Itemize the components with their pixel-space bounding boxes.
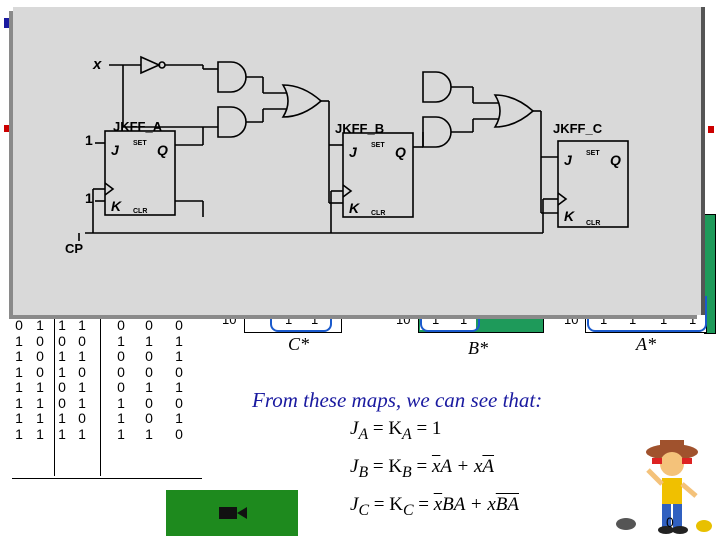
kmap-a-name: A* — [636, 334, 656, 354]
not-gate — [140, 55, 161, 75]
table-separator-2 — [100, 316, 101, 476]
pin-clr-label: CLR — [586, 220, 600, 227]
circuit-diagram-panel: x 1 1 CP JKFF_A JKFF_B JKFF_C J K Q SET … — [13, 7, 701, 315]
pin-set-label: SET — [371, 142, 385, 149]
pin-q-label: Q — [610, 152, 621, 168]
jkff-a-label: JKFF_A — [113, 119, 163, 134]
const-one-label: 1 — [85, 190, 93, 206]
pin-k-label: K — [349, 200, 360, 216]
pin-set-label: SET — [133, 140, 147, 147]
bullet-mark-left — [4, 125, 10, 132]
pin-k-label: K — [564, 208, 575, 224]
jkff-a-box — [104, 130, 176, 216]
kmap-a-cell: 1 — [600, 312, 608, 327]
kmap-b-row-label: 10 — [396, 312, 411, 327]
jkff-c-label: JKFF_C — [553, 121, 603, 136]
conclusion-text: From these maps, we can see that: — [252, 388, 543, 412]
kmap-b-cell: 1 — [432, 312, 440, 327]
pin-j-label: J — [111, 142, 120, 158]
pin-clr-label: CLR — [371, 210, 385, 217]
equation-jb: JB = KB = xA + xA — [350, 456, 495, 481]
const-one-label: 1 — [85, 132, 93, 148]
pin-clr-label: CLR — [133, 208, 147, 215]
kmap-c-name: C* — [288, 334, 310, 354]
kmap-a-row-label: 10 — [564, 312, 579, 327]
table-separator-1 — [54, 316, 55, 476]
equation-ja: JA = KA = 1 — [350, 418, 442, 443]
cartoon-character-icon — [616, 440, 712, 534]
circuit-diagram: x 1 1 CP JKFF_A JKFF_B JKFF_C J K Q SET … — [65, 55, 629, 256]
bullet-mark-top — [4, 18, 12, 28]
kmap-a-cell: 1 — [689, 312, 697, 327]
or-gate — [281, 84, 323, 118]
and-gate — [422, 116, 452, 148]
kmap-b-cell: 1 — [460, 312, 468, 327]
slide-number: 0 — [666, 514, 674, 530]
or-gate — [493, 94, 535, 128]
pin-j-label: J — [349, 144, 358, 160]
kmap-a-cell: 1 — [629, 312, 637, 327]
bullet-mark-right — [708, 126, 714, 133]
kmap-a-side-bar — [704, 214, 716, 334]
pin-q-label: Q — [395, 144, 406, 160]
and-gate — [217, 61, 247, 93]
kmap-c-cell: 1 — [311, 312, 319, 327]
kmap-b-name: B* — [468, 338, 488, 358]
input-x-label: x — [92, 56, 102, 73]
table-bottom-line — [12, 478, 202, 479]
and-gate — [217, 106, 247, 138]
kmap-c-row-label: 10 — [222, 312, 237, 327]
jkff-b-box — [342, 132, 414, 218]
kmap-a-cell: 1 — [660, 312, 668, 327]
clock-label: CP — [65, 241, 83, 256]
camera-icon — [219, 507, 247, 519]
and-gate — [422, 71, 452, 103]
jkff-b-label: JKFF_B — [335, 121, 384, 136]
clock-triangle — [557, 192, 568, 206]
jkff-c-box — [557, 140, 629, 228]
clock-triangle — [342, 184, 353, 198]
clock-triangle — [104, 182, 115, 196]
video-button[interactable] — [166, 490, 298, 536]
kmap-c-cell: 1 — [285, 312, 293, 327]
equation-jc: JC = KC = xBA + xBA — [350, 494, 519, 519]
pin-k-label: K — [111, 198, 122, 214]
pin-set-label: SET — [586, 150, 600, 157]
pin-j-label: J — [564, 152, 573, 168]
pin-q-label: Q — [157, 142, 168, 158]
